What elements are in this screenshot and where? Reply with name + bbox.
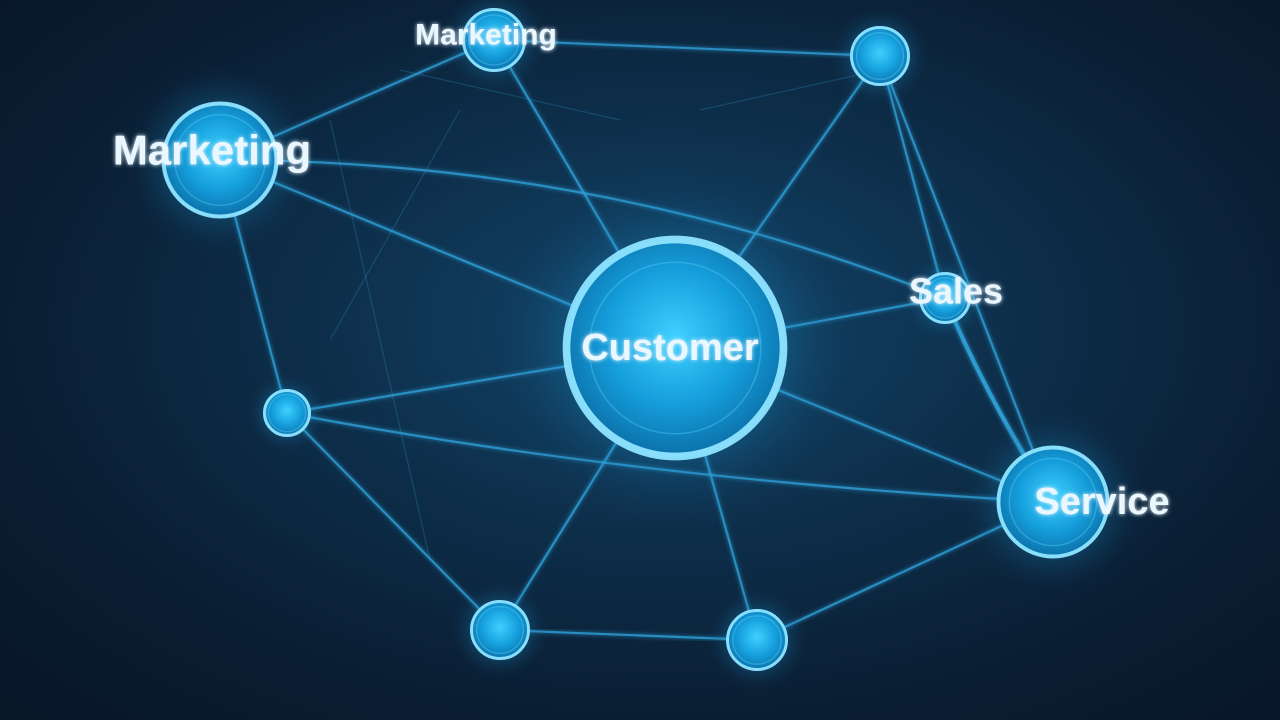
node-label-service: Service bbox=[1034, 481, 1169, 523]
node-left-small[interactable] bbox=[246, 372, 328, 454]
node-inner-ring bbox=[923, 276, 967, 320]
node-sales[interactable] bbox=[900, 253, 990, 343]
node-marketing-left[interactable] bbox=[121, 61, 319, 259]
node-rim bbox=[919, 272, 971, 324]
node-rim bbox=[462, 8, 526, 72]
background-line bbox=[329, 119, 431, 561]
node-label-marketing-top: Marketing bbox=[415, 19, 557, 52]
node-label-customer: Customer bbox=[581, 327, 759, 369]
node-inner-ring bbox=[588, 261, 762, 435]
node-top-right[interactable] bbox=[829, 5, 931, 107]
node-inner-ring bbox=[267, 393, 307, 433]
background-line bbox=[399, 69, 621, 121]
node-bottom-left[interactable] bbox=[449, 579, 551, 681]
node-inner-ring bbox=[855, 31, 905, 81]
node-inner-ring bbox=[475, 605, 525, 655]
background-line bbox=[329, 109, 461, 341]
node-circle bbox=[565, 238, 785, 458]
node-rim bbox=[562, 235, 788, 461]
node-rim bbox=[263, 389, 311, 437]
node-inner-ring bbox=[1008, 457, 1098, 547]
node-inner-ring bbox=[174, 114, 266, 206]
node-rim bbox=[161, 101, 279, 219]
node-circle bbox=[850, 26, 910, 86]
link-marketing-top-to-top-right bbox=[493, 38, 881, 58]
node-rim bbox=[470, 600, 530, 660]
node-service[interactable] bbox=[957, 406, 1149, 598]
node-circle bbox=[162, 102, 278, 218]
node-bottom-right[interactable] bbox=[704, 587, 810, 693]
node-rim bbox=[850, 26, 910, 86]
node-circle bbox=[470, 600, 530, 660]
node-circle bbox=[726, 609, 788, 671]
node-circle bbox=[263, 389, 311, 437]
node-inner-ring bbox=[732, 615, 782, 665]
node-inner-ring bbox=[468, 14, 520, 66]
node-label-sales: Sales bbox=[909, 271, 1003, 312]
nodes-layer bbox=[121, 0, 1149, 693]
node-rim bbox=[996, 445, 1110, 559]
node-circle bbox=[997, 446, 1109, 558]
node-marketing-top[interactable] bbox=[439, 0, 549, 95]
node-label-marketing-left: Marketing bbox=[113, 127, 311, 174]
node-circle bbox=[919, 272, 971, 324]
node-rim bbox=[726, 609, 788, 671]
node-customer[interactable] bbox=[488, 161, 862, 535]
node-circle bbox=[462, 8, 526, 72]
